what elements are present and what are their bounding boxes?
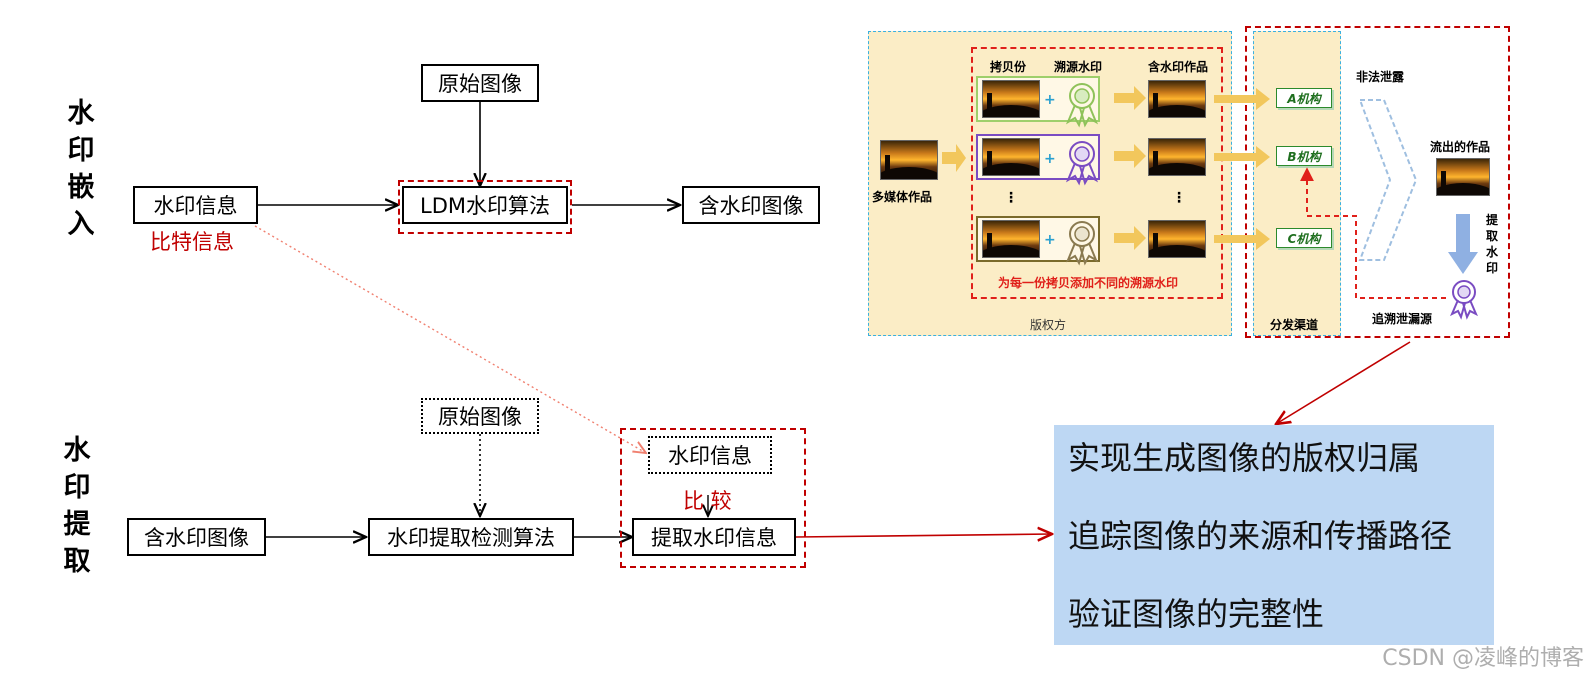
source-arrow [942,144,966,172]
figure-graphics: + + + [942,83,1478,320]
plus-sign-2: + [1044,151,1056,167]
copy-image-2 [982,138,1040,176]
original-image-label: 原始图像 [438,72,522,96]
org-c-box: C机构 [1276,228,1332,248]
compare-ref-label: 水印信息 [668,444,752,468]
copies-note: 为每一份拷贝添加不同的溯源水印 [998,276,1179,290]
extract-down-arrow [1448,214,1478,274]
org-b-box: B机构 [1276,146,1332,166]
trace-watermark-header: 溯源水印 [1054,60,1103,74]
extract-input-box[interactable]: 含水印图像 [127,518,266,556]
multimedia-work-image [880,140,938,180]
leak-frame [1245,26,1510,338]
watermarked-ellipsis: ⋮ [1172,190,1186,206]
trace-path [1300,167,1446,299]
watermark-info-box[interactable]: 水印信息 [133,186,258,224]
leaked-work-label: 流出的作品 [1430,140,1491,154]
csdn-watermark: CSDN @凌峰的博客 [1382,646,1584,671]
medal-icon-1 [1065,83,1099,128]
medal-icon-2 [1065,141,1099,186]
extract-input-label: 含水印图像 [144,526,249,550]
extract-original-label: 原始图像 [438,405,522,429]
plus-sign-1: + [1044,92,1056,108]
result-integrity: 验证图像的完整性 [1068,595,1325,633]
embed-section-label: 水 印 嵌 入 [67,98,95,240]
detect-algorithm-label: 水印提取检测算法 [387,526,555,550]
owner-label: 版权方 [1030,318,1067,332]
org-a-label: A机构 [1287,91,1321,106]
copy-image-1 [982,80,1040,118]
compare-label: 比 较 [683,489,732,513]
arrow-figure-to-results [1276,341,1411,424]
watermarked-work-header: 含水印作品 [1148,60,1209,74]
compare-highlight-frame [620,428,806,568]
watermarked-image-1 [1148,80,1206,118]
original-image-box[interactable]: 原始图像 [421,64,539,102]
dist-arrow-3 [1214,228,1270,250]
channel-panel [1253,31,1341,336]
watermarked-image-3 [1148,220,1206,258]
org-b-label: B机构 [1287,149,1321,164]
arrow-extracted-to-results [795,534,1052,537]
extract-original-box[interactable]: 原始图像 [421,398,539,434]
channel-label: 分发渠道 [1270,318,1319,332]
trace-leak-label: 追溯泄漏源 [1372,312,1433,326]
ldm-algorithm-label: LDM水印算法 [420,194,550,218]
yellow-arrow-1 [1114,86,1146,110]
ldm-highlight-frame [398,180,572,234]
extracted-watermark-label: 提取水印信息 [651,526,777,550]
ldm-algorithm-box[interactable]: LDM水印算法 [402,186,568,224]
watermarked-image-2 [1148,138,1206,176]
watermarked-image-box[interactable]: 含水印图像 [682,186,820,224]
dist-arrow-1 [1214,88,1270,110]
org-a-box: A机构 [1276,88,1332,108]
watermarked-image-label: 含水印图像 [698,194,804,218]
result-trace: 追踪图像的来源和传播路径 [1068,517,1453,555]
extract-watermark-label: 提 取 水 印 [1485,213,1498,275]
results-panel: 实现生成图像的版权归属 追踪图像的来源和传播路径 验证图像的完整性 [1054,425,1494,645]
watermark-info-label: 水印信息 [153,194,238,218]
copies-frame [971,47,1223,299]
yellow-arrow-3 [1114,226,1146,250]
arrow-bit-to-compare [254,225,646,453]
leak-chevron [1358,99,1418,261]
leaked-work-image [1436,158,1490,196]
plus-sign-3: + [1044,232,1056,248]
medal-icon-3 [1065,221,1099,266]
compare-ref-box[interactable]: 水印信息 [648,436,772,474]
yellow-arrow-2 [1114,144,1146,168]
multimedia-work-label: 多媒体作品 [872,190,933,204]
dist-arrow-2 [1214,146,1270,168]
extracted-watermark-box[interactable]: 提取水印信息 [632,518,796,556]
traced-medal-icon [1450,280,1478,320]
copy-ellipsis: ⋮ [1004,190,1018,206]
org-c-label: C机构 [1287,231,1321,246]
extract-section-label: 水 印 提 取 [63,435,91,577]
result-copyright: 实现生成图像的版权归属 [1068,439,1421,477]
detect-algorithm-box[interactable]: 水印提取检测算法 [368,518,574,556]
copy-image-3 [982,220,1040,258]
bit-info-label: 比特信息 [150,230,234,254]
leak-label: 非法泄露 [1356,70,1405,84]
copy-header: 拷贝份 [990,60,1027,74]
